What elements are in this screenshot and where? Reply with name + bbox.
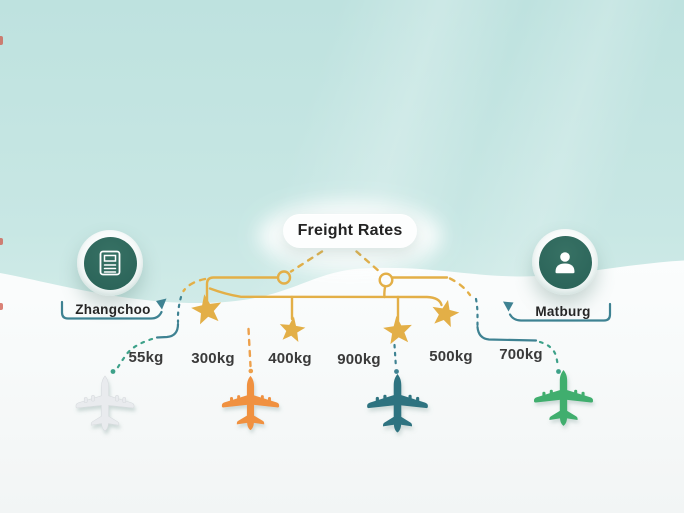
- plane-drop-line: [393, 343, 398, 370]
- title-badge: Freight Rates: [283, 214, 417, 248]
- weight-label: 400kg: [268, 350, 312, 367]
- connector-dot: [556, 369, 561, 374]
- edge-artifact: [0, 303, 3, 310]
- badge-connector-left: [289, 250, 324, 273]
- line-loop-left: [276, 270, 292, 285]
- destination-node: [532, 229, 598, 295]
- origin-label: Zhangchoo: [75, 302, 151, 317]
- route-connectors-green: [110, 337, 561, 374]
- rate-tree-lines: [182, 250, 472, 323]
- route-connector-orange: [247, 327, 254, 374]
- plane-approach-right: [538, 340, 560, 370]
- cargo-plane-orange: [221, 375, 280, 431]
- connector-dot: [110, 369, 116, 374]
- invoice-icon: [99, 250, 121, 276]
- destination-node-circle: [538, 235, 592, 289]
- weight-label: 900kg: [337, 351, 381, 368]
- destination-label: Matburg: [535, 304, 591, 319]
- route-connectors-teal: [60, 295, 612, 374]
- badge-connector-right: [355, 250, 382, 274]
- origin-node: [77, 230, 143, 296]
- destination-bracket: [508, 302, 612, 322]
- edge-artifact: [0, 238, 3, 245]
- arrow-icon: [156, 298, 167, 310]
- origin-node-circle: [83, 236, 137, 290]
- ground-surface: [0, 260, 684, 513]
- connector-dot: [248, 368, 254, 374]
- origin-bracket: [60, 300, 163, 320]
- weight-label: 300kg: [191, 350, 235, 367]
- arrow-icon: [503, 301, 514, 312]
- edge-artifact: [0, 36, 3, 45]
- cargo-plane-teal: [367, 374, 428, 433]
- connector-dot: [394, 369, 399, 374]
- weight-label: 500kg: [429, 348, 473, 365]
- cargo-plane-white: [75, 375, 135, 432]
- line-loop-right: [378, 272, 394, 288]
- page-title: Freight Rates: [297, 222, 403, 239]
- weight-label: 700kg: [499, 346, 543, 363]
- person-icon: [555, 252, 575, 274]
- weight-label: 55kg: [128, 349, 164, 366]
- plane-approach-left: [116, 337, 154, 370]
- cargo-plane-green: [534, 369, 593, 426]
- plane-drop-line: [247, 327, 252, 368]
